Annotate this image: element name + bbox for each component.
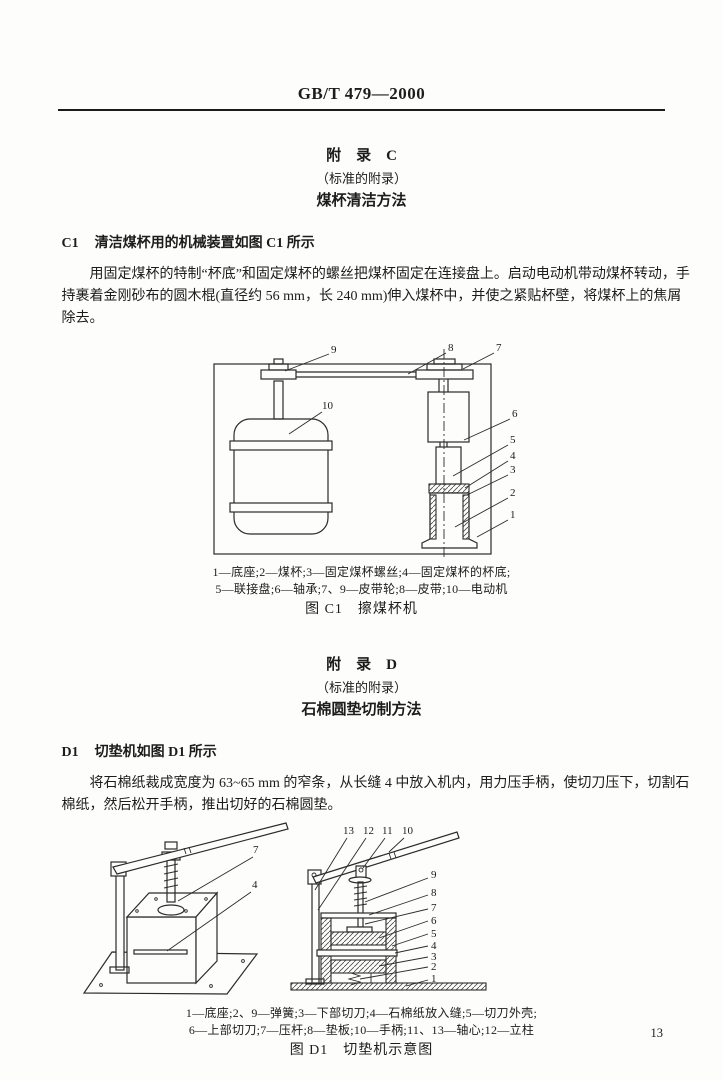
paragraph-line: 持裹着金刚砂布的圆木棍(直径约 56 mm，长 240 mm)伸入煤杯中，并使之… <box>61 289 682 304</box>
cup-wall <box>461 494 470 540</box>
appendix-c-title: 附 录 C <box>326 148 397 164</box>
appendix-d-title: 附 录 D <box>326 657 397 673</box>
figure-c1-legend-line2: 5—联接盘;6—轴承;7、9—皮带轮;8—皮带;10—电动机 <box>215 582 508 596</box>
figure-d1: 7 4 <box>59 822 662 1005</box>
section-d1-heading: D1 切垫机如图 D1 所示 <box>62 744 662 762</box>
figure-label: 3 <box>431 951 437 963</box>
appendix-d-paragraph: 将石棉纸裁成宽度为 63~65 mm 的窄条，从长缝 4 中放入机内，用力压手柄… <box>61 773 690 817</box>
pad-plate <box>345 926 373 933</box>
pulley-left-cap <box>267 363 289 371</box>
column-foot <box>108 966 130 974</box>
lower-spring <box>346 972 362 986</box>
figure-c1-legend-line1: 1—底座;2—煤杯;3—固定煤杯螺丝;4—固定煤杯的杯底; <box>212 565 511 579</box>
figure-c1-diagram: 9 8 7 10 6 5 4 3 2 1 <box>212 342 518 557</box>
figure-label: 7 <box>431 902 437 914</box>
figure-label: 8 <box>448 342 454 354</box>
figure-label: 4 <box>510 450 516 462</box>
figure-label: 9 <box>431 869 437 881</box>
figure-d1-legend-line1: 1—底座;2、9—弹簧;3—下部切刀;4—石棉纸放入缝;5—切刀外壳; <box>185 1006 538 1020</box>
machine-frame <box>212 363 492 555</box>
section-d1-title: 切垫机如图 D1 所示 <box>94 745 217 760</box>
figure-label: 6 <box>431 915 437 927</box>
bearing-block <box>426 391 470 443</box>
figure-label: 7 <box>253 844 259 856</box>
pulley-right <box>414 369 474 380</box>
figure-label: 8 <box>431 887 437 899</box>
figure-label: 6 <box>512 408 518 420</box>
cup-bottom-plate <box>427 483 470 494</box>
figure-d1-legend-line2: 6—上部切刀;7—压杆;8—垫板;10—手柄;11、13—轴心;12—立柱 <box>188 1023 535 1037</box>
screw-flange <box>156 904 185 916</box>
appendix-c-name: 煤杯清洁方法 <box>316 193 407 209</box>
motor-shaft <box>272 380 284 420</box>
figure-label: 2 <box>431 961 437 973</box>
paragraph-line: 棉纸，然后松开手柄，推出切好的石棉圆垫。 <box>61 798 342 813</box>
paragraph-line: 用固定煤杯的特制“杯底”和固定煤杯的螺丝把煤杯固定在连接盘上。启动电动机带动煤杯… <box>89 267 690 282</box>
figure-d1-diagram: 7 4 <box>82 822 487 995</box>
rod-washer <box>347 876 372 884</box>
figure-label: 9 <box>331 344 337 356</box>
figure-label: 4 <box>252 879 258 891</box>
motor-body <box>232 418 329 535</box>
cup-wall <box>428 494 437 540</box>
figure-label: 1 <box>510 509 516 521</box>
figure-label: 1 <box>431 973 437 985</box>
section-c1-number: C1 <box>61 236 79 251</box>
section-lever <box>311 831 460 884</box>
lever-handle <box>111 822 289 875</box>
figure-label: 13 <box>343 825 355 837</box>
figure-label: 5 <box>510 434 516 446</box>
section-c1-title: 清洁煤杯用的机械装置如图 C1 所示 <box>94 236 315 251</box>
guide-column <box>114 866 125 971</box>
figure-c1-caption: 图 C1 擦煤杯机 <box>305 602 418 617</box>
figure-d1-caption: 图 D1 切垫机示意图 <box>289 1043 434 1058</box>
page-number: 13 <box>650 1026 664 1040</box>
paragraph-line: 将石棉纸裁成宽度为 63~65 mm 的窄条，从长缝 4 中放入机内，用力压手柄… <box>89 776 690 791</box>
post <box>310 881 320 984</box>
figure-label: 5 <box>431 928 437 940</box>
paragraph-line: 除去。 <box>61 311 104 326</box>
upper-cutter <box>329 931 387 946</box>
connecting-plate <box>434 446 462 485</box>
figure-label: 2 <box>510 487 516 499</box>
paper-slot <box>132 949 188 955</box>
appendix-c-subtitle: （标准的附录） <box>315 171 407 186</box>
lower-cutter <box>329 959 387 974</box>
pulley-left <box>259 369 297 380</box>
figure-label: 10 <box>322 400 334 412</box>
section-d1-number: D1 <box>61 745 79 760</box>
section-c1-heading: C1 清洁煤杯用的机械装置如图 C1 所示 <box>62 235 662 253</box>
pulley-right-top <box>432 358 456 365</box>
header-rule <box>58 109 665 111</box>
pulley-right-cap <box>425 363 463 371</box>
base-plate <box>82 951 258 995</box>
figure-label: 4 <box>431 940 437 952</box>
screw-knob <box>163 841 178 850</box>
appendix-d-subtitle: （标准的附录） <box>315 680 407 695</box>
cutter-box-side <box>194 891 218 985</box>
figure-c1: 9 8 7 10 6 5 4 3 2 1 <box>203 337 662 564</box>
appendix-d-name: 石棉圆垫切制方法 <box>301 702 422 718</box>
housing-rim <box>319 912 397 919</box>
pulley-left-top <box>272 358 284 365</box>
standard-number: GB/T 479—2000 <box>297 84 426 103</box>
appendix-c-paragraph: 用固定煤杯的特制“杯底”和固定煤杯的螺丝把煤杯固定在连接盘上。启动电动机带动煤杯… <box>61 264 690 330</box>
motor-band <box>228 440 333 451</box>
figure-label: 3 <box>510 464 516 476</box>
slot-plate <box>315 949 398 957</box>
figure-label: 11 <box>382 825 393 837</box>
motor-band <box>228 502 333 513</box>
figure-label: 12 <box>363 825 374 837</box>
figure-label: 10 <box>402 825 414 837</box>
figure-label: 7 <box>496 342 502 354</box>
